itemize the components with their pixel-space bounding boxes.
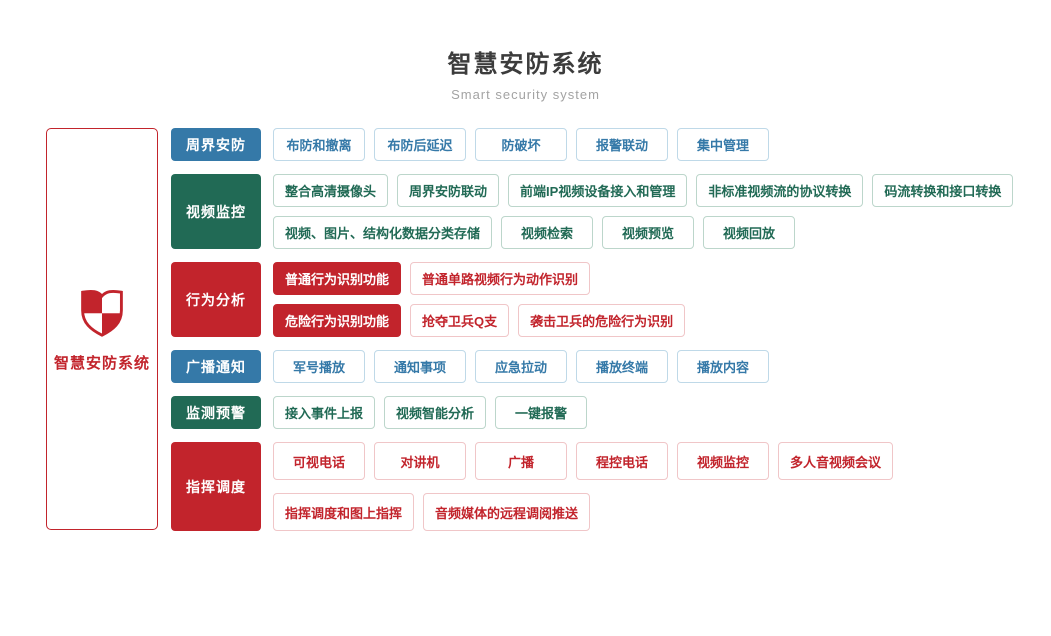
feature-button[interactable]: 视频检索 [501,216,594,249]
system-name-label: 智慧安防系统 [53,355,150,372]
feature-group: 视频监控 整合高清摄像头周界安防联动前端IP视频设备接入和管理非标准视频流的协议… [171,174,1014,249]
feature-button[interactable]: 袭击卫兵的危险行为识别 [518,304,686,337]
feature-button[interactable]: 程控电话 [576,442,668,480]
button-row: 视频、图片、结构化数据分类存储视频检索视频预览视频回放 [273,216,1013,249]
category-label: 监测预警 [186,404,246,421]
button-row: 危险行为识别功能抢夺卫兵Q支袭击卫兵的危险行为识别 [273,304,686,337]
category-monitor-warning: 监测预警 [171,396,261,429]
button-row: 接入事件上报视频智能分析一键报警 [273,396,588,429]
feature-button[interactable]: 布防后延迟 [374,128,466,161]
system-overview-panel: 智慧安防系统 [46,128,158,530]
button-rows: 军号播放通知事项应急拉动播放终端播放内容 [273,350,769,383]
feature-button[interactable]: 通知事项 [374,350,466,383]
feature-button[interactable]: 播放终端 [576,350,668,383]
feature-button[interactable]: 码流转换和接口转换 [872,174,1014,207]
button-row: 军号播放通知事项应急拉动播放终端播放内容 [273,350,769,383]
feature-button[interactable]: 抢夺卫兵Q支 [410,304,510,337]
feature-button[interactable]: 视频监控 [677,442,769,480]
feature-group: 广播通知 军号播放通知事项应急拉动播放终端播放内容 [171,350,1013,383]
feature-group: 行为分析 普通行为识别功能普通单路视频行为动作识别危险行为识别功能抢夺卫兵Q支袭… [171,262,1013,337]
feature-button[interactable]: 对讲机 [374,442,466,480]
feature-button[interactable]: 一键报警 [495,396,588,429]
feature-button[interactable]: 多人音视频会议 [778,442,894,480]
page-header: 智慧安防系统 Smart security system [0,44,1051,102]
category-behavior-analysis: 行为分析 [171,262,261,337]
feature-button[interactable]: 军号播放 [273,350,365,383]
page-subtitle: Smart security system [451,87,600,102]
button-row: 指挥调度和图上指挥音频媒体的远程调阅推送 [273,493,893,531]
category-broadcast-notice: 广播通知 [171,350,261,383]
feature-groups: 周界安防 布防和撤离布防后延迟防破坏报警联动集中管理 视频监控 整合高清摄像头周… [171,128,1014,531]
button-rows: 接入事件上报视频智能分析一键报警 [273,396,588,429]
page-title: 智慧安防系统 [447,51,604,78]
category-label: 周界安防 [186,136,246,153]
feature-button[interactable]: 广播 [475,442,567,480]
feature-button[interactable]: 前端IP视频设备接入和管理 [508,174,688,207]
button-row: 普通行为识别功能普通单路视频行为动作识别 [273,262,685,295]
button-rows: 可视电话对讲机广播程控电话视频监控多人音视频会议指挥调度和图上指挥音频媒体的远程… [273,442,894,531]
feature-button[interactable]: 防破坏 [475,128,567,161]
feature-group: 监测预警 接入事件上报视频智能分析一键报警 [171,396,1013,429]
feature-button[interactable]: 普通单路视频行为动作识别 [410,262,591,295]
button-rows: 普通行为识别功能普通单路视频行为动作识别危险行为识别功能抢夺卫兵Q支袭击卫兵的危… [273,262,686,337]
button-rows: 整合高清摄像头周界安防联动前端IP视频设备接入和管理非标准视频流的协议转换码流转… [273,174,1014,249]
feature-button[interactable]: 非标准视频流的协议转换 [696,174,864,207]
category-command-dispatch: 指挥调度 [171,442,261,531]
feature-button[interactable]: 报警联动 [576,128,668,161]
button-row: 可视电话对讲机广播程控电话视频监控多人音视频会议 [273,442,894,480]
feature-button[interactable]: 可视电话 [273,442,365,480]
feature-button[interactable]: 指挥调度和图上指挥 [273,493,415,531]
category-label: 视频监控 [186,203,246,220]
feature-button[interactable]: 危险行为识别功能 [273,304,402,337]
button-row: 整合高清摄像头周界安防联动前端IP视频设备接入和管理非标准视频流的协议转换码流转… [273,174,1014,207]
feature-button[interactable]: 视频回放 [703,216,796,249]
shield-icon [75,285,129,339]
diagram: 智慧安防系统 周界安防 布防和撤离布防后延迟防破坏报警联动集中管理 视频监控 整… [46,128,1014,531]
button-rows: 布防和撤离布防后延迟防破坏报警联动集中管理 [273,128,769,161]
feature-button[interactable]: 整合高清摄像头 [273,174,389,207]
feature-button[interactable]: 视频、图片、结构化数据分类存储 [273,216,493,249]
feature-button[interactable]: 集中管理 [677,128,769,161]
feature-button[interactable]: 布防和撤离 [273,128,365,161]
feature-button[interactable]: 普通行为识别功能 [273,262,402,295]
category-video-surveillance: 视频监控 [171,174,261,249]
category-label: 指挥调度 [186,478,246,495]
category-label: 广播通知 [186,358,246,375]
button-row: 布防和撤离布防后延迟防破坏报警联动集中管理 [273,128,769,161]
feature-button[interactable]: 视频智能分析 [384,396,487,429]
feature-group: 指挥调度 可视电话对讲机广播程控电话视频监控多人音视频会议指挥调度和图上指挥音频… [171,442,1013,531]
feature-button[interactable]: 音频媒体的远程调阅推送 [423,493,591,531]
category-perimeter-security: 周界安防 [171,128,261,161]
feature-button[interactable]: 周界安防联动 [397,174,500,207]
feature-group: 周界安防 布防和撤离布防后延迟防破坏报警联动集中管理 [171,128,1013,161]
feature-button[interactable]: 应急拉动 [475,350,567,383]
feature-button[interactable]: 视频预览 [602,216,695,249]
feature-button[interactable]: 接入事件上报 [273,396,376,429]
feature-button[interactable]: 播放内容 [677,350,769,383]
category-label: 行为分析 [186,291,246,308]
